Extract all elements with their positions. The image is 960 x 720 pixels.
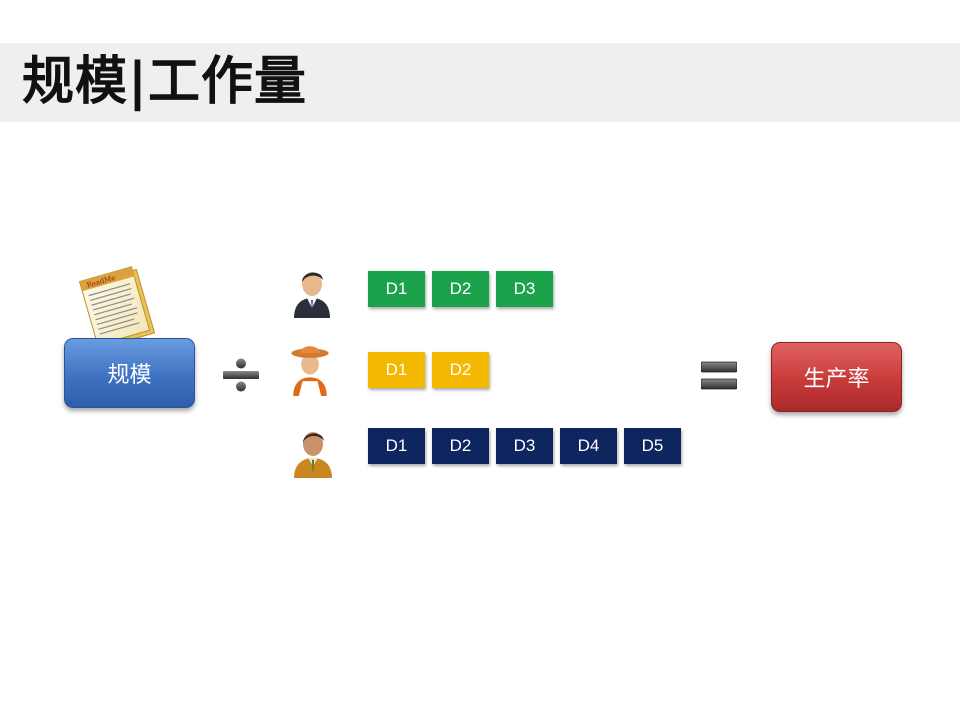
productivity-box: 生产率 (771, 342, 902, 412)
cowboy-worker-icon (291, 346, 329, 396)
businessman-icon (294, 272, 330, 318)
deliverable-chip: D1 (368, 271, 425, 307)
deliverable-chip: D1 (368, 352, 425, 388)
equals-icon (701, 361, 737, 390)
deliverable-chip: D2 (432, 352, 489, 388)
deliverable-chip: D4 (560, 428, 617, 464)
deliverable-chip: D2 (432, 271, 489, 307)
productivity-label: 生产率 (803, 367, 870, 392)
readme-document-icon: ReadMe (78, 266, 156, 349)
deliverable-chip: D3 (496, 428, 553, 464)
divide-icon (223, 358, 259, 392)
deliverable-chip: D2 (432, 428, 489, 464)
worker-icon (294, 432, 332, 478)
deliverable-chip: D1 (368, 428, 425, 464)
deliverable-chip: D5 (624, 428, 681, 464)
deliverable-chip: D3 (496, 271, 553, 307)
page-title: 规模|工作量 (22, 52, 307, 112)
scale-label: 规模 (107, 363, 152, 388)
title-bar (0, 43, 960, 122)
scale-box: 规模 (64, 338, 195, 408)
